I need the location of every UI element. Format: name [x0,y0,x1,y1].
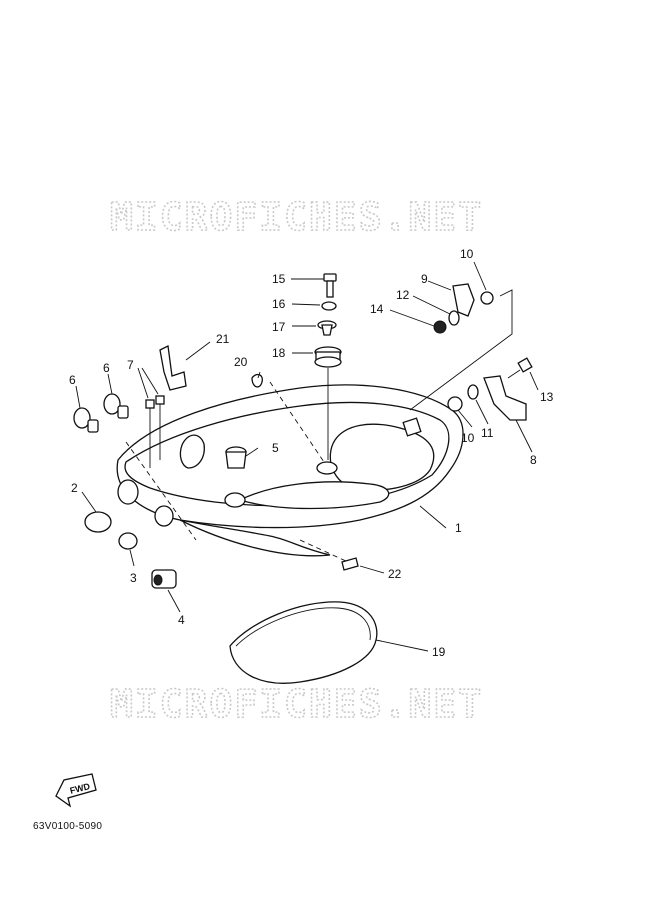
part-17-collar [317,320,337,336]
callout-13: 13 [540,390,554,404]
part-10-nut-bottom [447,396,463,412]
part-5-grommet [225,446,247,469]
callout-16: 16 [272,297,286,311]
part-13-bolt [507,357,533,379]
callout-19: 19 [432,645,446,659]
callout-3: 3 [130,571,137,585]
watermark-bottom: MICROFICHES.NET [110,682,483,726]
part-4-grommet [151,569,177,589]
callout-9: 9 [421,272,428,286]
bottom-cowling [116,384,464,557]
part-16-washer [321,301,337,311]
callout-20: 20 [234,355,248,369]
callout-14: 14 [370,302,384,316]
part-15-bolt [323,273,337,298]
callouts: 1 2 3 4 5 6 6 7 8 9 10 10 11 12 13 14 15… [69,247,554,659]
callout-21: 21 [216,332,230,346]
part-22-label [341,557,359,571]
callout-12: 12 [396,288,410,302]
part-14-nut [433,320,447,334]
part-6-plug-right [103,393,129,419]
part-7-screws [145,395,165,468]
callout-1: 1 [455,521,462,535]
callout-5: 5 [272,441,279,455]
part-6-plug-left [73,407,99,433]
part-21-bracket [159,345,187,391]
callout-6-left: 6 [69,373,76,387]
part-20-clip [251,373,263,388]
part-8-bracket [483,375,527,421]
callout-4: 4 [178,613,185,627]
callout-10-top: 10 [460,247,474,261]
part-10-nut-top [480,291,494,305]
callout-2: 2 [71,481,78,495]
callout-7: 7 [127,358,134,372]
callout-8: 8 [530,453,537,467]
fwd-label: FWD [69,781,92,796]
callout-22: 22 [388,567,402,581]
callout-17: 17 [272,320,286,334]
leader-lines [75,261,539,652]
document-code: 63V0100-5090 [33,821,103,832]
callout-11: 11 [481,426,494,440]
part-9-bracket [452,283,475,317]
callout-10-bottom: 10 [461,431,475,445]
callout-18: 18 [272,346,286,360]
callout-6-right: 6 [103,361,110,375]
fwd-arrow-icon: FWD [55,773,97,808]
callout-15: 15 [272,272,286,286]
watermark-top: MICROFICHES.NET [110,195,483,239]
part-19-seal [229,601,378,684]
part-11-washer [467,384,479,400]
part-3-cap [118,532,138,550]
part-18-grommet [314,346,342,368]
part-12-washer [448,310,460,326]
part-2-plug [84,511,112,533]
